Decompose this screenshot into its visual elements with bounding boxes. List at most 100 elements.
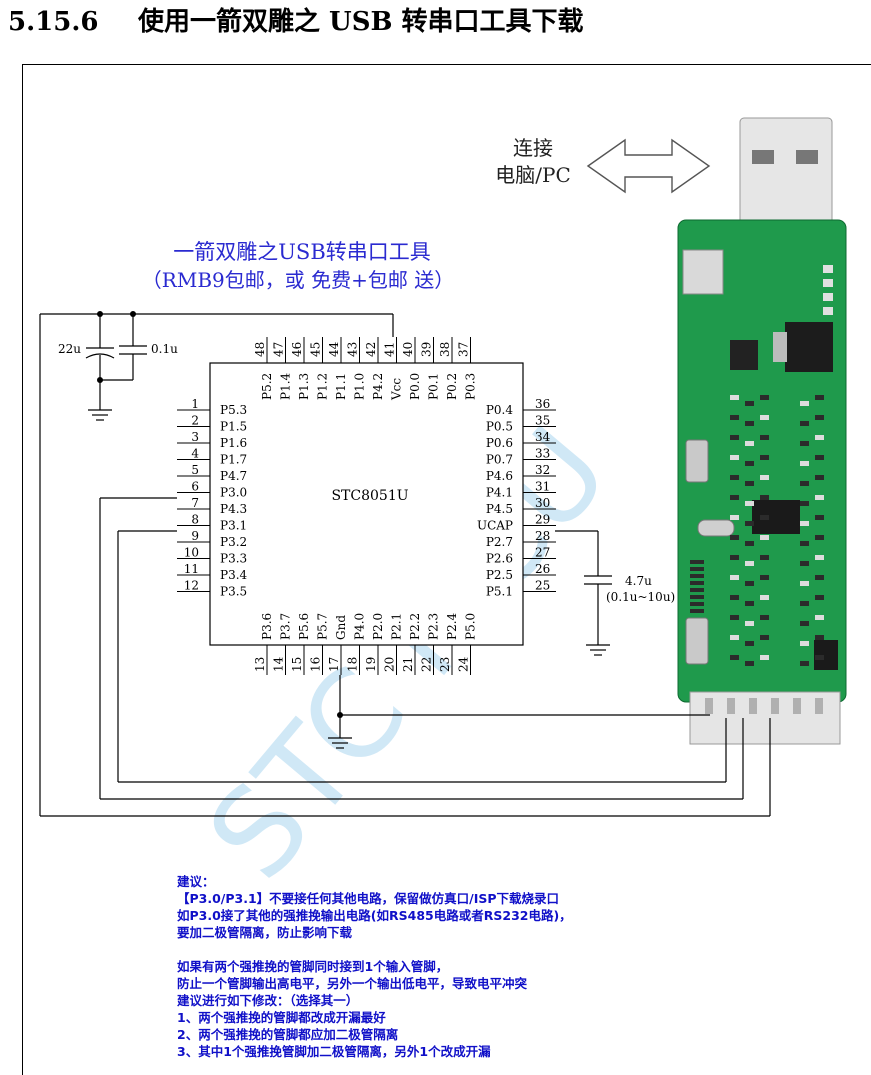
pin-label: P2.1 <box>390 613 404 640</box>
pin-label: UCAP <box>477 519 513 533</box>
smd-component <box>815 475 824 480</box>
pin-number: 13 <box>253 657 267 672</box>
smd-component <box>745 461 754 466</box>
pin-label: P1.1 <box>334 373 348 400</box>
pin-number: 27 <box>535 546 550 560</box>
smd-component <box>690 581 704 585</box>
smd-component <box>730 435 739 440</box>
pin-number: 6 <box>191 480 199 494</box>
pin-label: P5.3 <box>220 403 247 417</box>
pin-label: P3.3 <box>220 552 247 566</box>
smd-component <box>800 581 809 586</box>
pin-label: P3.7 <box>279 613 293 640</box>
pin-label: P1.5 <box>220 420 247 434</box>
smd-component <box>730 395 739 400</box>
pin-number: 45 <box>309 342 323 357</box>
smd-component <box>745 601 754 606</box>
connector-pin <box>749 698 757 714</box>
pin-number: 7 <box>191 496 199 510</box>
pin-number: 46 <box>290 342 304 357</box>
pin-label: P0.7 <box>486 453 513 467</box>
smd-component <box>760 595 769 600</box>
smd-component <box>815 655 824 660</box>
bidirectional-arrow <box>586 138 711 194</box>
smd-component <box>815 635 824 640</box>
smd-component <box>800 661 809 666</box>
smd-component <box>745 481 754 486</box>
connector-pins <box>705 698 823 714</box>
diagram-frame <box>22 64 871 1075</box>
note-line: 2、两个强推挽的管脚都应加二极管隔离 <box>177 1027 399 1042</box>
pc-link-line1: 连接 <box>513 136 553 160</box>
smd-component <box>815 415 824 420</box>
serial-wiring <box>99 497 744 800</box>
smd-component <box>745 441 754 446</box>
smd-component <box>815 535 824 540</box>
pin-label: P3.4 <box>220 568 248 582</box>
pin-label: P5.6 <box>297 613 311 640</box>
smd-component <box>823 265 833 273</box>
smd-component <box>730 655 739 660</box>
note-line: 建议： <box>177 874 215 889</box>
pin-label: P4.3 <box>220 502 247 516</box>
pin-number: 28 <box>535 529 550 543</box>
pin-number: 8 <box>191 513 199 527</box>
cap-0.1u-label: 0.1u <box>151 342 178 356</box>
pin-label: P3.6 <box>260 613 274 640</box>
smd-component <box>815 595 824 600</box>
smd-component <box>745 501 754 506</box>
smd-component <box>730 515 739 520</box>
smd-component <box>730 415 739 420</box>
junction-dot <box>337 712 343 718</box>
connector-pin <box>705 698 713 714</box>
pin-number: 11 <box>184 562 199 576</box>
pin-number: 4 <box>191 447 199 461</box>
smd-component <box>800 561 809 566</box>
pin-number: 3 <box>191 430 199 444</box>
pc-link-line2: 电脑/PC <box>495 163 571 187</box>
pin-label: P3.2 <box>220 535 247 549</box>
push-button <box>685 439 709 483</box>
pin-number: 37 <box>457 342 471 357</box>
smd-component <box>730 635 739 640</box>
smd-component <box>730 475 739 480</box>
pin-label: P0.6 <box>486 436 513 450</box>
pin-number: 20 <box>383 657 397 672</box>
smd-component <box>745 561 754 566</box>
pin-number: 43 <box>346 342 360 357</box>
smd-component <box>760 395 769 400</box>
note-line: 如P3.0接了其他的强推挽输出电路(如RS485电路或者RS232电路)， <box>177 908 572 923</box>
pin-number: 26 <box>535 562 550 576</box>
pin-label: P2.7 <box>486 535 513 549</box>
pin-number: 24 <box>457 656 471 672</box>
smd-component <box>760 515 769 520</box>
pin-number: 25 <box>535 579 550 593</box>
note-line: 1、两个强推挽的管脚都改成开漏最好 <box>177 1010 386 1025</box>
pin-label: P1.7 <box>220 453 247 467</box>
smd-component <box>745 621 754 626</box>
pin-label: Vcc <box>390 378 404 401</box>
pin-label: P0.2 <box>445 373 459 400</box>
tool-title: 一箭双雕之USB转串口工具 <box>173 240 431 264</box>
pin-label: P0.5 <box>486 420 513 434</box>
pin-number: 21 <box>401 657 415 672</box>
pin-label: P4.1 <box>486 486 513 500</box>
smd-component <box>745 401 754 406</box>
pin-number: 31 <box>535 480 550 494</box>
chip-name: STC8051U <box>331 488 408 504</box>
smd-component <box>823 307 833 315</box>
pin-label: P2.6 <box>486 552 513 566</box>
pin-number: 12 <box>184 579 199 593</box>
pin-label: P2.0 <box>371 613 385 640</box>
pin-number: 34 <box>535 430 551 444</box>
junction-dot <box>97 377 103 383</box>
cap-22u-label: 22u <box>58 342 81 356</box>
smd-component <box>800 501 809 506</box>
smd-component <box>730 575 739 580</box>
pin-label: P4.5 <box>486 502 513 516</box>
pin-number: 39 <box>420 342 434 357</box>
pin-label: P4.7 <box>220 469 247 483</box>
pin-number: 41 <box>383 342 397 357</box>
smd-component <box>745 661 754 666</box>
pin-label: P4.0 <box>353 613 367 640</box>
